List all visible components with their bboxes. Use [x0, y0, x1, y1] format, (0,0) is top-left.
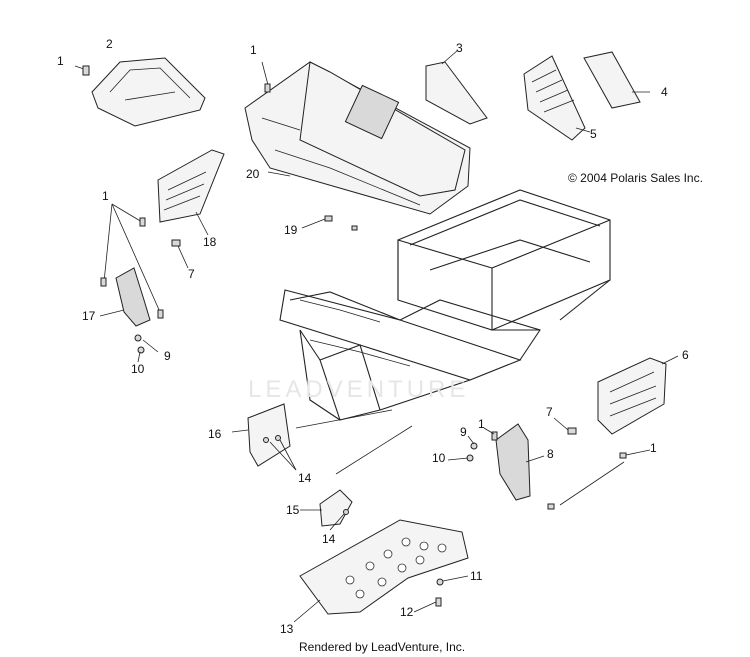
- callout-7: 7: [546, 405, 553, 419]
- main-frame: [279, 189, 611, 421]
- callout-19: 19: [284, 223, 298, 237]
- part-panel-3: [425, 49, 488, 125]
- part-skid-plate-13: [293, 519, 469, 623]
- part-side-panel-6: [597, 355, 679, 435]
- callout-18: 18: [203, 235, 217, 249]
- part-bracket-17: [99, 267, 151, 327]
- callout-8: 8: [547, 447, 554, 461]
- part-side-panel-18: [157, 149, 225, 236]
- callout-17: 17: [82, 309, 96, 323]
- callout-1: 1: [650, 441, 657, 455]
- screw-icon: [261, 61, 271, 93]
- callout-14: 14: [322, 532, 336, 546]
- callout-15: 15: [286, 503, 300, 517]
- callout-1: 1: [250, 43, 257, 57]
- callout-4: 4: [661, 85, 668, 99]
- callout-12: 12: [400, 605, 414, 619]
- copyright-text: © 2004 Polaris Sales Inc.: [568, 171, 703, 185]
- part-vent-5: [523, 55, 591, 141]
- watermark-text: LEADVENTURE: [248, 376, 470, 403]
- part-clip-7: [171, 239, 189, 269]
- callout-3: 3: [456, 41, 463, 55]
- callout-11: 11: [470, 569, 483, 583]
- screw-cluster-icon: [100, 203, 164, 319]
- part-gasket-4: [583, 51, 650, 109]
- callout-7: 7: [188, 267, 195, 281]
- part-panel-16: [231, 403, 297, 471]
- callout-5: 5: [590, 127, 597, 141]
- callout-2: 2: [106, 37, 113, 51]
- callout-6: 6: [682, 348, 689, 362]
- callout-10: 10: [131, 362, 145, 376]
- callout-20: 20: [246, 167, 260, 181]
- part-plate-15: [300, 489, 353, 531]
- callout-1: 1: [102, 189, 109, 203]
- callout-13: 13: [280, 622, 294, 636]
- screw-icon: [74, 65, 90, 76]
- part-fasteners-center: [447, 427, 651, 510]
- part-cover-2: [91, 57, 206, 127]
- callout-1: 1: [478, 417, 485, 431]
- rendered-by-text: Rendered by LeadVenture, Inc.: [299, 640, 466, 654]
- part-clip-7: [553, 417, 577, 435]
- part-fasteners-11-12: [413, 575, 469, 613]
- part-rear-box-20: [244, 61, 471, 215]
- callout-9: 9: [460, 425, 467, 439]
- callout-9: 9: [164, 349, 171, 363]
- callout-10: 10: [432, 451, 446, 465]
- part-clip-19: [267, 171, 358, 231]
- part-fastener-9-10: [134, 334, 159, 363]
- guide-lines: [295, 409, 625, 506]
- part-bracket-8: [495, 423, 545, 501]
- callout-1: 1: [57, 54, 64, 68]
- callout-16: 16: [208, 427, 222, 441]
- callout-14: 14: [298, 471, 312, 485]
